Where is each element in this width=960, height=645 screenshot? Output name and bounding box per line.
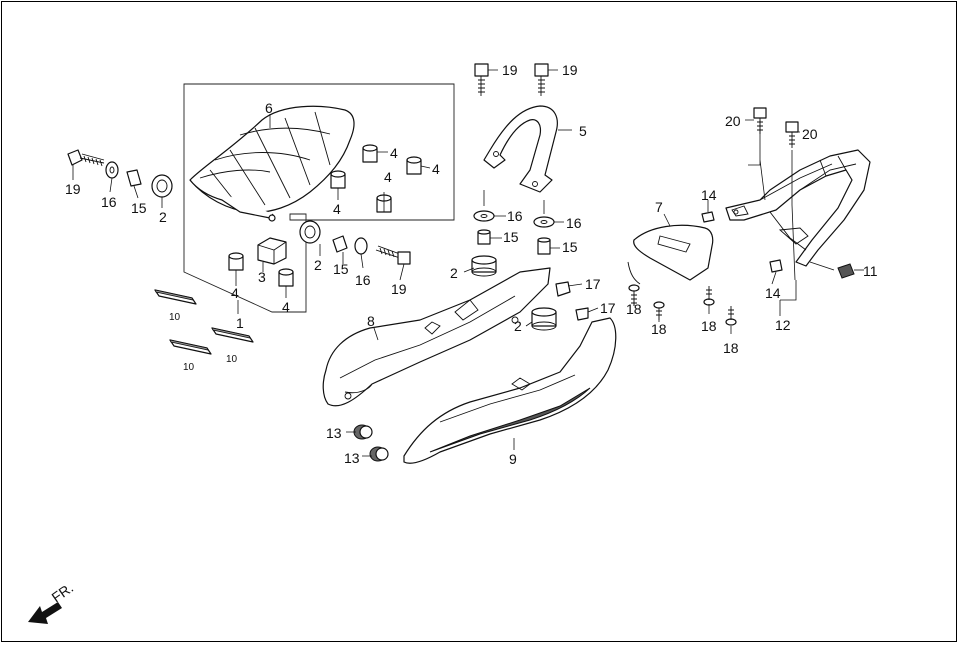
screw	[628, 284, 737, 326]
callout: 9	[509, 451, 517, 467]
bolt	[753, 107, 799, 148]
callout: 10	[183, 362, 195, 373]
callout: 18	[701, 318, 717, 334]
label-tape	[154, 289, 254, 355]
bolt	[67, 149, 105, 167]
callout: 14	[701, 187, 717, 203]
washer	[533, 216, 555, 228]
bolt	[474, 63, 549, 96]
collar	[701, 211, 715, 223]
front-direction-arrow-icon	[28, 602, 62, 624]
grommet	[299, 220, 321, 244]
callout: 12	[775, 317, 791, 333]
callout: 16	[566, 215, 582, 231]
callout: 10	[226, 354, 238, 365]
callout: 18	[723, 340, 739, 356]
callout: 15	[131, 200, 147, 216]
callout: 4	[384, 169, 392, 185]
callout: 11	[863, 263, 878, 279]
callout: 16	[507, 208, 523, 224]
callout: 2	[159, 209, 167, 225]
front-direction-label: FR.	[49, 579, 77, 605]
collar	[769, 259, 783, 273]
side-cover-right	[403, 317, 617, 464]
rubber-block	[228, 144, 422, 287]
callout: 4	[282, 299, 290, 315]
washer	[105, 161, 119, 179]
callout: 8	[367, 313, 375, 329]
washer	[473, 210, 495, 222]
callout: 6	[265, 100, 273, 116]
cap	[837, 263, 855, 279]
rear-cover	[627, 224, 714, 285]
callout: 7	[655, 199, 663, 215]
grommet	[353, 424, 389, 462]
seat-assembly-group-outline	[183, 83, 455, 313]
side-cover-left	[322, 267, 551, 407]
washer	[354, 237, 368, 255]
grab-handle	[483, 105, 558, 193]
clip	[575, 307, 589, 321]
callout: 2	[450, 265, 458, 281]
callout: 19	[65, 181, 81, 197]
callout: 19	[391, 281, 407, 297]
callout: 18	[651, 321, 667, 337]
callout: 20	[802, 126, 818, 142]
callout: 4	[231, 285, 239, 301]
lock-block	[257, 237, 287, 265]
callout: 13	[344, 450, 360, 466]
callout: 2	[514, 318, 522, 334]
callout: 13	[326, 425, 342, 441]
callout: 17	[585, 276, 601, 292]
callout: 4	[333, 201, 341, 217]
callout: 4	[390, 145, 398, 161]
collar	[126, 169, 142, 187]
callout: 14	[765, 285, 781, 301]
bolt	[375, 245, 411, 265]
callout: 5	[579, 123, 587, 139]
callout: 2	[314, 257, 322, 273]
callout: 19	[562, 62, 578, 78]
callout: 20	[725, 113, 741, 129]
callout: 19	[502, 62, 518, 78]
callout: 3	[258, 269, 266, 285]
callout: 15	[562, 239, 578, 255]
clip	[555, 281, 571, 297]
callout-labels: 1 2 2 2 2 3 4 4 4 4 4 4 5 6 7 8 9 10 10 …	[65, 62, 878, 467]
callout: 17	[600, 300, 616, 316]
collar	[332, 235, 348, 253]
rear-carrier	[725, 149, 871, 267]
seat	[189, 105, 355, 222]
callout: 4	[432, 161, 440, 177]
grommet	[151, 174, 173, 198]
callout: 16	[101, 194, 117, 210]
callout: 1	[236, 315, 244, 331]
callout: 10	[169, 312, 181, 323]
leader-lines	[72, 69, 864, 457]
callout: 16	[355, 272, 371, 288]
callout: 15	[333, 261, 349, 277]
callout: 18	[626, 301, 642, 317]
callout: 15	[503, 229, 519, 245]
